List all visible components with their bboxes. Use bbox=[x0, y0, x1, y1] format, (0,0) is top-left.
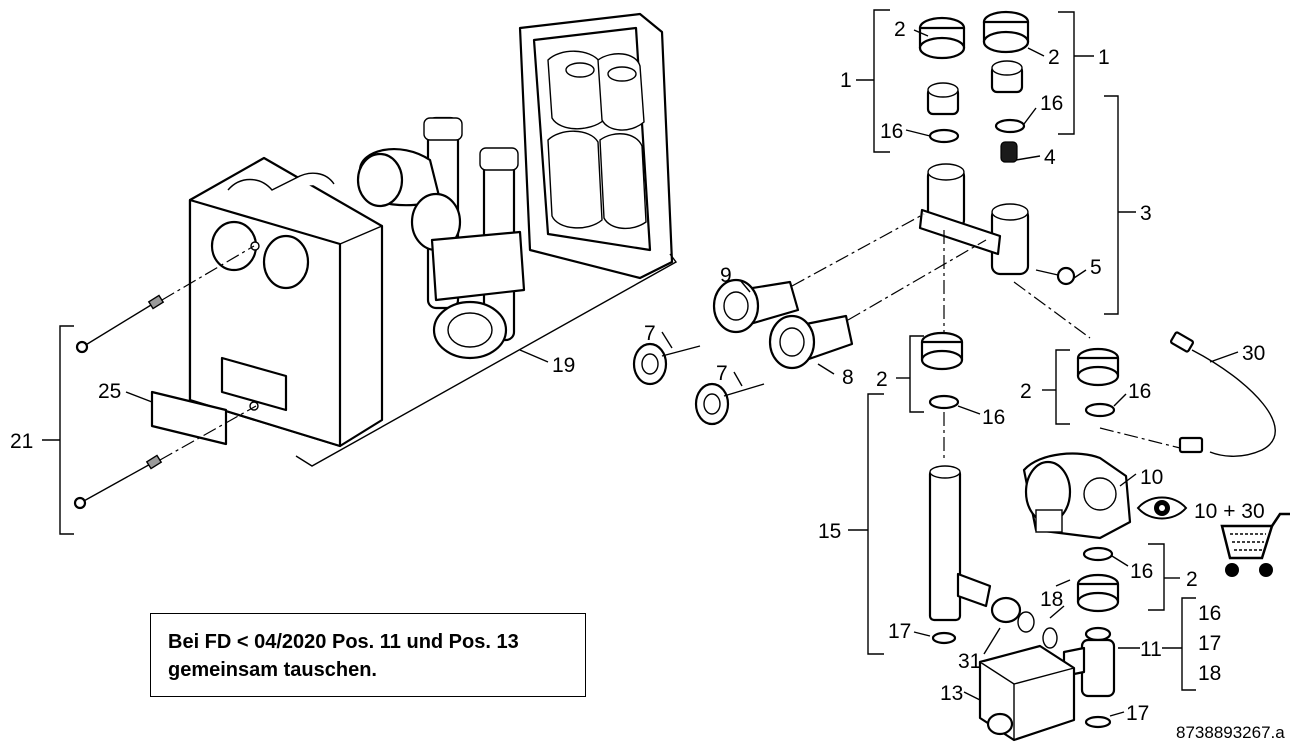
callout-4: 4 bbox=[1044, 146, 1056, 169]
callout-18-list: 18 bbox=[1198, 662, 1221, 685]
replacement-note: Bei FD < 04/2020 Pos. 11 und Pos. 13 gem… bbox=[150, 613, 586, 697]
shopping-basket-icon bbox=[1220, 512, 1290, 577]
thermometer-8 bbox=[768, 314, 854, 370]
bracket-2-mid-right bbox=[1055, 349, 1070, 425]
cable-30 bbox=[1169, 331, 1276, 457]
callout-9: 9 bbox=[720, 264, 732, 287]
knob-7-upper bbox=[632, 342, 701, 386]
callout-2-lower: 2 bbox=[1186, 568, 1198, 591]
callout-1-right: 1 bbox=[1098, 46, 1110, 69]
bracket-2-lower bbox=[1148, 543, 1165, 611]
ring-17-bottom bbox=[1084, 715, 1112, 729]
union-lower bbox=[1076, 546, 1120, 642]
callout-16-list: 16 bbox=[1198, 602, 1221, 625]
callout-17-bottom: 17 bbox=[1126, 702, 1149, 725]
screw-upper bbox=[75, 294, 165, 354]
note-line-2: gemeinsam tauschen. bbox=[168, 659, 377, 681]
label-plate bbox=[150, 390, 228, 446]
callout-16-mid-left: 16 bbox=[982, 406, 1005, 429]
back-insulation-panel bbox=[518, 12, 674, 280]
callout-2-mid-right: 2 bbox=[1020, 380, 1032, 403]
knob-7-lower bbox=[694, 382, 765, 426]
callout-5: 5 bbox=[1090, 256, 1102, 279]
callout-15: 15 bbox=[818, 520, 841, 543]
bracket-19 bbox=[295, 253, 678, 467]
bracket-1-left bbox=[873, 9, 890, 153]
callout-2-top-left: 2 bbox=[894, 18, 906, 41]
callout-10-plus-30: 10 + 30 bbox=[1194, 500, 1265, 523]
bracket-1-right bbox=[1058, 11, 1075, 135]
actuator-13 bbox=[978, 644, 1076, 742]
callout-2-mid-left: 2 bbox=[876, 368, 888, 391]
callout-21: 21 bbox=[10, 430, 33, 453]
callout-17-list: 17 bbox=[1198, 632, 1221, 655]
callout-3: 3 bbox=[1140, 202, 1152, 225]
callout-7-upper: 7 bbox=[644, 322, 656, 345]
drawing-id: 8738893267.a bbox=[1176, 723, 1285, 742]
bracket-21 bbox=[59, 325, 74, 535]
callout-8: 8 bbox=[842, 366, 854, 389]
screw-lower bbox=[73, 454, 163, 510]
bracket-15 bbox=[867, 393, 884, 655]
callout-10: 10 bbox=[1140, 466, 1163, 489]
leader-lines bbox=[42, 29, 1239, 717]
callout-16-top-left: 16 bbox=[880, 120, 903, 143]
eye-icon bbox=[1136, 496, 1188, 520]
note-line-1: Bei FD < 04/2020 Pos. 11 und Pos. 13 bbox=[168, 631, 519, 653]
bracket-3 bbox=[1104, 95, 1119, 315]
callout-1-left: 1 bbox=[840, 69, 852, 92]
callout-labels: 1 2 2 1 16 16 4 3 5 9 7 7 8 19 2 16 2 16… bbox=[10, 18, 1285, 742]
callout-25: 25 bbox=[98, 380, 121, 403]
callout-18: 18 bbox=[1040, 588, 1063, 611]
bracket-2-mid-left bbox=[909, 335, 924, 413]
pump-10 bbox=[1022, 452, 1132, 540]
callout-11: 11 bbox=[1140, 638, 1162, 661]
callout-2-top-right: 2 bbox=[1048, 46, 1060, 69]
union-mid-left bbox=[920, 331, 964, 410]
callout-13: 13 bbox=[940, 682, 963, 705]
zone-valve-11 bbox=[1062, 638, 1116, 698]
callout-19: 19 bbox=[552, 354, 575, 377]
thermometer-9 bbox=[712, 278, 800, 334]
union-mid-right bbox=[1076, 347, 1120, 418]
union-top-right bbox=[982, 10, 1030, 134]
callout-31: 31 bbox=[958, 650, 981, 673]
callout-16-top-right: 16 bbox=[1040, 92, 1063, 115]
callout-16-mid-right: 16 bbox=[1128, 380, 1151, 403]
bracket-16-17-18 bbox=[1181, 597, 1196, 691]
fittings-31-18 bbox=[990, 596, 1058, 649]
callout-17-left: 17 bbox=[888, 620, 911, 643]
callout-7-lower: 7 bbox=[716, 362, 728, 385]
pump-group-assembly bbox=[356, 116, 526, 360]
front-cover-box bbox=[188, 156, 384, 448]
callout-16-lower: 16 bbox=[1130, 560, 1153, 583]
union-top-left bbox=[918, 16, 966, 144]
callout-30: 30 bbox=[1242, 342, 1265, 365]
pipe-15 bbox=[928, 465, 992, 645]
